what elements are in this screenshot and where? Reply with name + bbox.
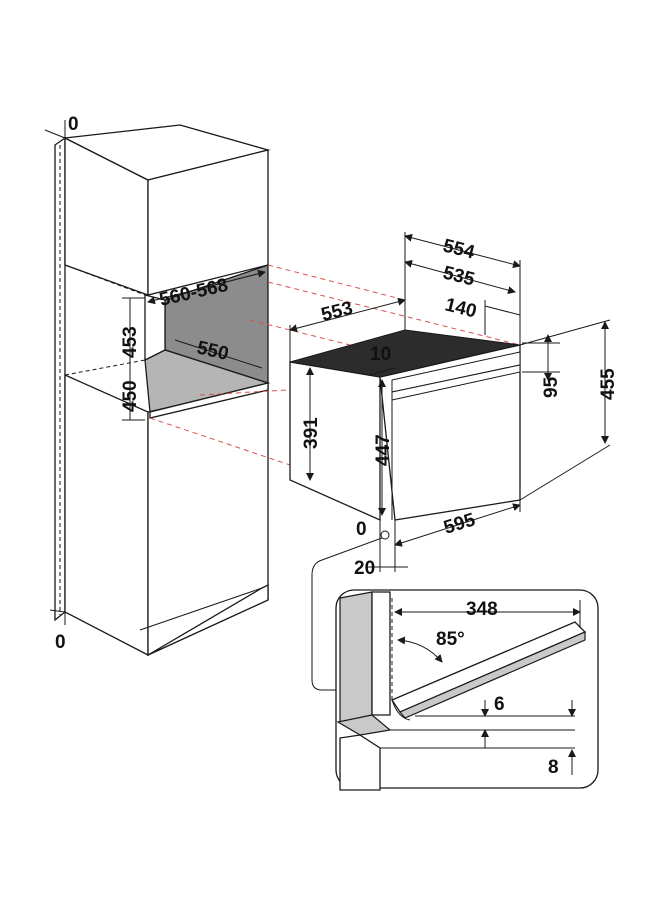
niche-shelf-edge (149, 382, 269, 419)
oven-140-dimline (484, 305, 521, 316)
oven-595-dimline (394, 503, 521, 547)
oven-door-top-edge (391, 364, 521, 401)
oven-535-label: 535 (441, 262, 477, 290)
detail-callout-circle (380, 530, 390, 540)
plinth (147, 583, 269, 656)
door-angle-label: 85° (436, 629, 465, 650)
oven-95-label: 95 (541, 376, 562, 398)
oven-535-dimline (404, 259, 516, 295)
oven-447-label: 447 (373, 434, 394, 466)
oven-554-label: 554 (441, 235, 477, 263)
niche-width-dimline (147, 269, 266, 305)
door-6-label: 6 (494, 694, 505, 715)
oven-depth-dimline (289, 297, 406, 333)
plinth-line (139, 587, 263, 631)
door-8-label: 8 (548, 757, 559, 778)
detail-lower-body (339, 734, 381, 791)
oven-595-label: 595 (441, 509, 478, 538)
lower-cabinet-side (64, 373, 149, 657)
niche-height-453-label: 453 (120, 326, 141, 358)
detail-hinge (391, 699, 411, 721)
top-zero-marker (44, 120, 66, 140)
oven-10-line (369, 367, 396, 376)
lower-cabinet-front (147, 384, 269, 657)
bottom-zero-marker (49, 609, 66, 625)
detail-cabinet-edge (371, 591, 391, 716)
oven-391-label: 391 (301, 417, 322, 449)
door-angle-arc (397, 636, 443, 663)
projection-line-1 (267, 264, 406, 301)
bottom-zero-label: 0 (55, 632, 66, 653)
oven-zero-label: 0 (356, 519, 367, 540)
top-zero-label: 0 (68, 114, 79, 135)
detail-callout-leader (311, 537, 383, 691)
detail-door-edge (399, 631, 586, 719)
detail-cabinet-wall (339, 591, 373, 723)
niche-dashed-edges (64, 264, 146, 376)
door-detail-box (335, 589, 599, 791)
door-348-label: 348 (466, 599, 498, 620)
oven-10-label: 10 (370, 344, 391, 365)
oven-455-label: 455 (598, 368, 619, 400)
projection-line-5 (149, 417, 291, 466)
oven-unit (289, 329, 521, 522)
niche-height-450-label: 450 (120, 380, 141, 412)
oven-455-ext-bottom (519, 444, 611, 501)
oven-depth-label: 553 (319, 298, 355, 326)
oven-455-ext-top (519, 319, 611, 346)
oven-20-label: 20 (354, 558, 375, 579)
tall-cabinet (44, 120, 271, 657)
niche-depth-dimline (174, 339, 263, 369)
oven-140-label: 140 (443, 294, 479, 322)
